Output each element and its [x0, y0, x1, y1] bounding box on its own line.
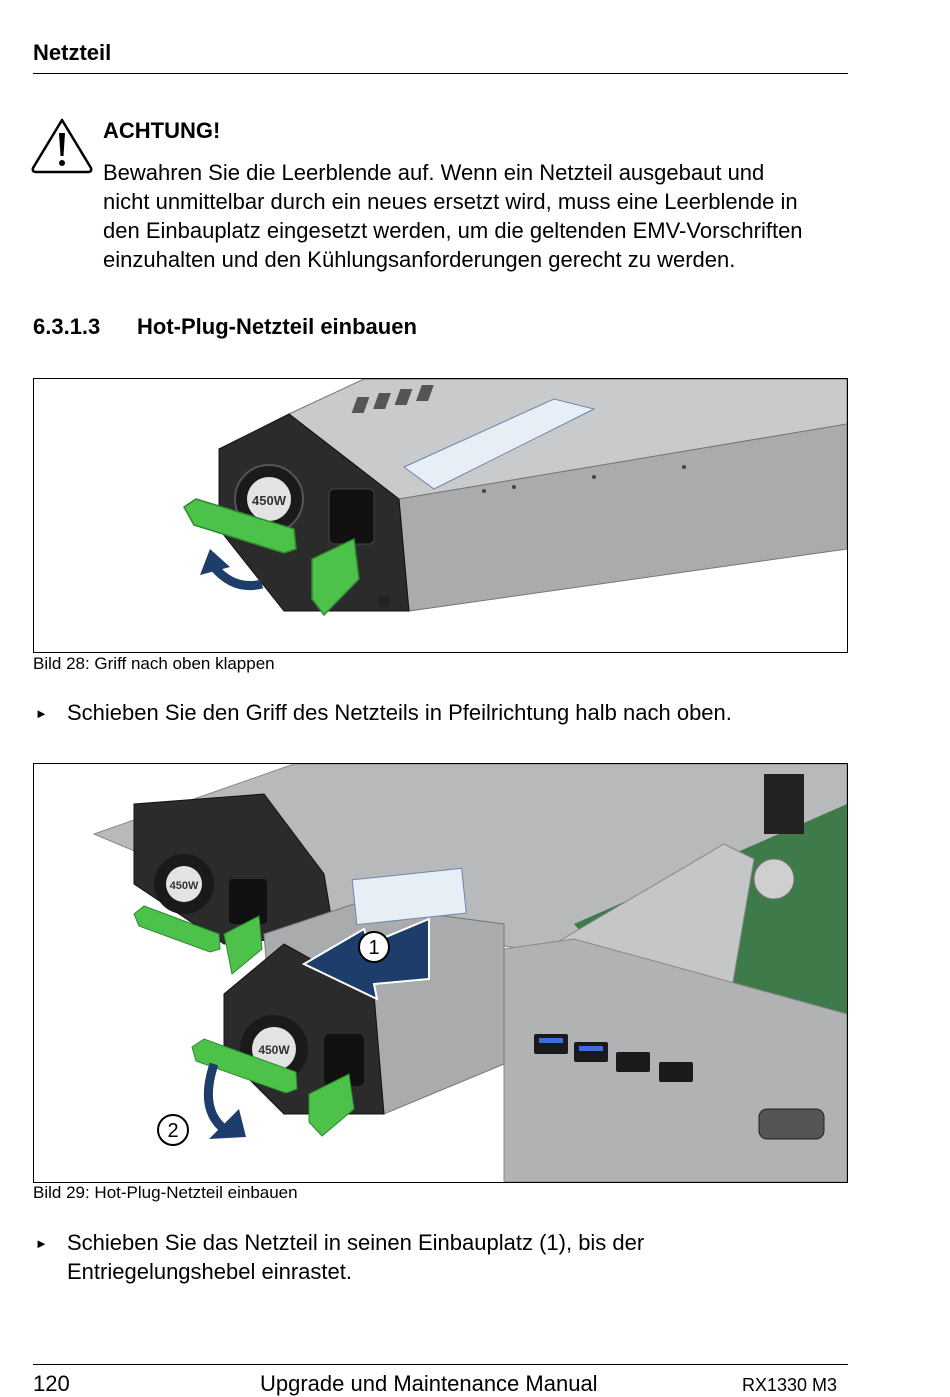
psu-wattage-label: 450W	[252, 493, 287, 508]
step-marker-2: 2	[167, 1120, 178, 1142]
step-instruction: Schieben Sie den Griff des Netzteils in …	[67, 700, 732, 725]
psu-wattage-label: 450W	[258, 1043, 290, 1057]
figure-caption: Bild 29: Hot-Plug-Netzteil einbauen	[33, 1183, 298, 1202]
section-number: 6.3.1.3	[33, 314, 101, 339]
figure-psu-install-photo: 450W 450W 1 2	[33, 763, 848, 1183]
warning-triangle-icon	[31, 118, 93, 174]
bullet-icon: ►	[35, 1236, 48, 1251]
warning-line: einzuhalten und den Kühlungsanforderunge…	[103, 247, 736, 272]
warning-line: Bewahren Sie die Leerblende auf. Wenn ei…	[103, 160, 765, 185]
section-title: Hot-Plug-Netzteil einbauen	[137, 314, 417, 339]
manual-title: Upgrade und Maintenance Manual	[260, 1371, 598, 1396]
page-number: 120	[33, 1371, 70, 1396]
psu-wattage-label: 450W	[170, 880, 199, 892]
warning-line: nicht unmittelbar durch ein neues ersetz…	[103, 189, 798, 214]
figure-psu-handle-photo: 450W	[33, 378, 848, 653]
header-divider	[33, 73, 848, 74]
warning-title: ACHTUNG!	[103, 118, 221, 143]
step-line: Schieben Sie das Netzteil in seinen Einb…	[67, 1230, 645, 1255]
step-marker-1: 1	[368, 937, 379, 959]
bullet-icon: ►	[35, 706, 48, 721]
step-line: Entriegelungshebel einrastet.	[67, 1259, 352, 1284]
figure-caption: Bild 28: Griff nach oben klappen	[33, 654, 275, 673]
footer-divider	[33, 1364, 848, 1365]
model-name: RX1330 M3	[742, 1375, 838, 1395]
step-instruction: Schieben Sie das Netzteil in seinen Einb…	[67, 1228, 644, 1286]
page-header-title: Netzteil	[33, 40, 112, 65]
warning-text: Bewahren Sie die Leerblende auf. Wenn ei…	[103, 158, 863, 274]
warning-line: den Einbauplatz eingesetzt werden, um di…	[103, 218, 803, 243]
